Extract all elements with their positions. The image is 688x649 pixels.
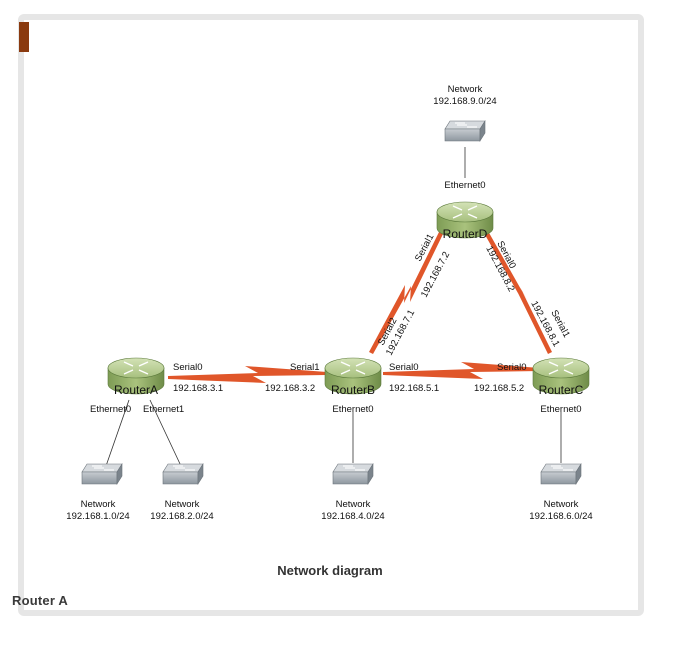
router-a-serial0-ip: 192.168.3.1 [173, 383, 223, 394]
router-a-serial0-label: Serial0 [173, 362, 203, 373]
link-a-n2 [149, 399, 182, 467]
switch-n1-icon [81, 463, 123, 485]
ethernet-links [105, 147, 562, 467]
router-b-name: RouterB [331, 383, 375, 397]
content-frame [18, 14, 644, 616]
router-b-eth0-label: Ethernet0 [332, 404, 373, 415]
router-c-eth0-label: Ethernet0 [540, 404, 581, 415]
network-n4-subnet: 192.168.4.0/24 [321, 511, 384, 522]
router-d-name: RouterD [443, 227, 488, 241]
network-n2-subnet: 192.168.2.0/24 [150, 511, 213, 522]
diagram-caption: Network diagram [277, 563, 383, 578]
router-b-serial0-label: Serial0 [389, 362, 419, 373]
router-b[interactable]: RouterB [324, 357, 382, 397]
serial-link-a-b [168, 366, 327, 383]
router-a[interactable]: RouterA [107, 357, 165, 397]
switch-n6-icon [540, 463, 582, 485]
router-a-eth0-label: Ethernet0 [90, 404, 131, 415]
router-c[interactable]: RouterC [532, 357, 590, 397]
footer-title: Router A [12, 593, 69, 608]
router-d-eth0-label: Ethernet0 [444, 180, 485, 191]
network-n6-title: Network [544, 499, 579, 510]
switch-n4-icon [332, 463, 374, 485]
accent-bar [19, 22, 29, 52]
network-n9-title: Network [448, 84, 483, 95]
serial-link-b-d [369, 230, 444, 354]
network-n6-subnet: 192.168.6.0/24 [529, 511, 592, 522]
network-n4-title: Network [336, 499, 371, 510]
router-c-name: RouterC [539, 383, 584, 397]
network-n1-title: Network [81, 499, 116, 510]
serial-link-d-c [484, 231, 552, 354]
router-d[interactable]: RouterD [436, 201, 494, 241]
link-a-n1 [105, 399, 130, 467]
switch-n9-icon [444, 120, 486, 142]
router-a-name: RouterA [114, 383, 158, 397]
router-b-serial1-ip: 192.168.3.2 [265, 383, 315, 394]
serial-links [168, 230, 552, 383]
router-a-eth1-label: Ethernet1 [143, 404, 184, 415]
router-b-serial1-label: Serial1 [290, 362, 320, 373]
network-n9-subnet: 192.168.9.0/24 [433, 96, 496, 107]
serial-link-b-c [383, 362, 540, 379]
router-c-serial0-label: Serial0 [497, 362, 527, 373]
network-n1-subnet: 192.168.1.0/24 [66, 511, 129, 522]
router-c-serial0-ip: 192.168.5.2 [474, 383, 524, 394]
router-b-serial0-ip: 192.168.5.1 [389, 383, 439, 394]
switch-n2-icon [162, 463, 204, 485]
network-n2-title: Network [165, 499, 200, 510]
